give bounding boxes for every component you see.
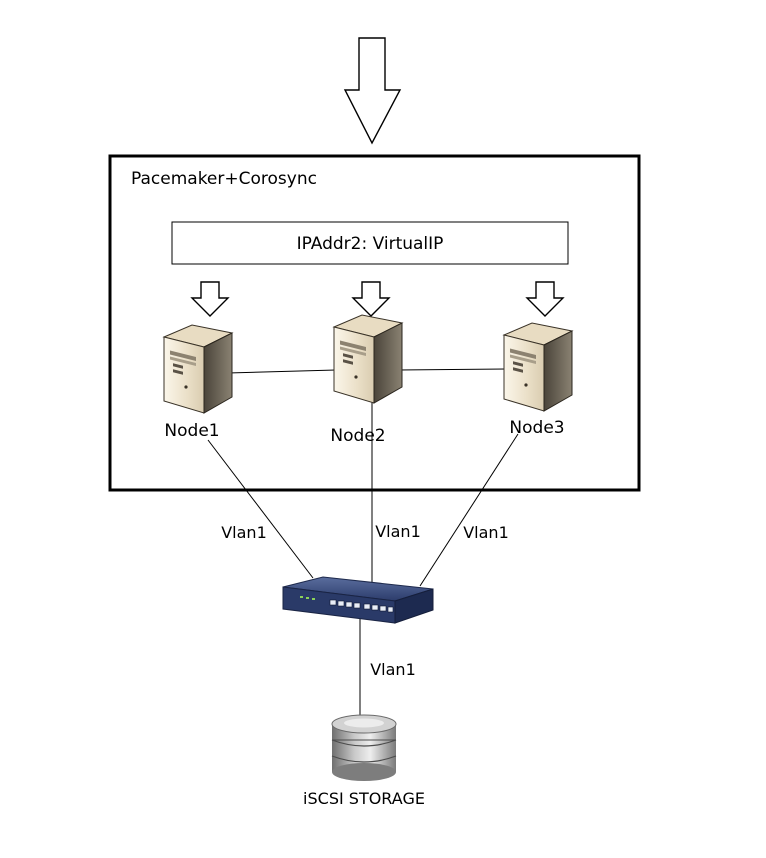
node1-vlan-label: Vlan1 <box>221 523 267 542</box>
resource-box <box>171 221 569 265</box>
top-arrow-icon <box>343 37 402 145</box>
node1-arrow-icon <box>191 281 229 317</box>
node2-label: Node2 <box>330 426 385 446</box>
node1-server-icon <box>163 324 233 414</box>
node2-server-icon <box>333 314 403 404</box>
node2-arrow-icon <box>352 281 390 317</box>
node3-switch-link <box>419 433 519 587</box>
node2-node3-link <box>397 368 507 371</box>
node3-vlan-label: Vlan1 <box>463 523 509 542</box>
resource-label: IPAddr2: VirtualIP <box>297 234 444 254</box>
cluster-box <box>108 154 641 492</box>
network-switch-icon <box>282 576 434 624</box>
storage-vlan-label: Vlan1 <box>370 660 416 679</box>
node3-label: Node3 <box>509 418 564 438</box>
node1-label: Node1 <box>164 421 219 441</box>
node1-node2-link <box>227 369 337 374</box>
node2-vlan-label: Vlan1 <box>375 522 421 541</box>
node3-arrow-icon <box>526 281 564 317</box>
storage-label: iSCSI STORAGE <box>303 789 425 808</box>
node3-server-icon <box>503 322 573 412</box>
cluster-title: Pacemaker+Corosync <box>131 169 317 189</box>
node1-switch-link <box>207 439 314 579</box>
storage-database-icon <box>331 714 397 781</box>
